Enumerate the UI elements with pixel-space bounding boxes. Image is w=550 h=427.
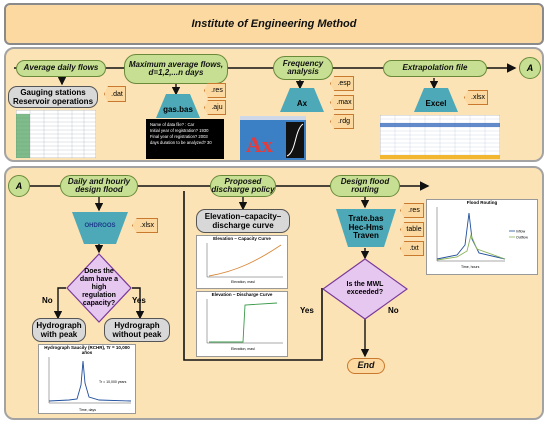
flood-routing-title: Flood Routing (466, 200, 498, 205)
stage-daily-hourly-design-flood: Daily and hourly design flood (60, 175, 138, 197)
routing-legend-outflow: Outflow (516, 236, 528, 240)
decision-diamond-mwl (322, 258, 408, 320)
console-line: Final year of registration? 2003 (150, 134, 208, 140)
dat-file-tag: .dat (104, 86, 126, 102)
no-label-1: No (42, 296, 53, 305)
connector-a-bottom: A (8, 175, 30, 197)
aju-file-tag: .aju (204, 100, 226, 115)
discharge-xlabel: Elevation, masl (231, 347, 255, 351)
ax-label: Ax (296, 98, 308, 108)
esp-file-tag: .esp (330, 76, 354, 91)
gasbas-console: Name of data file? : Car Initial year of… (146, 119, 224, 159)
yes-label-2: Yes (300, 306, 314, 315)
flood-routing-chart: Flood Routing Inflow Outflow Time, hours (426, 199, 538, 275)
flow-data-table (16, 110, 96, 158)
routing-xlabel: Time, hours (461, 265, 480, 269)
hydrograph-legend: Tr = 10,000 years (99, 380, 127, 384)
decision-diamond-regulation (66, 253, 132, 323)
discharge-plot: Elevation, masl (206, 299, 283, 351)
gasbas-label: gas.bas (163, 104, 193, 114)
excel-label: Excel (425, 98, 447, 108)
stage-maximum-average-flows: Maximum average flows, d=1,2,...n days (124, 54, 228, 84)
rdg-file-tag: .rdg (330, 114, 354, 129)
hydrograph-chart-title: Hydrograph Saucily (RCHR), Tr = 10,000 a… (44, 345, 130, 355)
stage-average-daily-flows: Average daily flows (16, 60, 106, 77)
table-file-tag: table (400, 222, 424, 237)
discharge-chart-title: Elevation – Discharge Curve (211, 292, 273, 297)
svg-text:Ax: Ax (246, 132, 273, 157)
gasbas-trapezoid (156, 94, 200, 118)
console-line: days duration to be analyzed? 30 (150, 140, 212, 146)
console-line: Initial year of registration? 1930 (150, 128, 209, 134)
stage-design-flood-routing: Design flood routing (330, 175, 400, 197)
ohdroos-label: OHDROOS (84, 223, 116, 229)
hydrograph-plot: Tr = 10,000 years Time, days (48, 357, 132, 412)
yes-label-1: Yes (132, 296, 146, 305)
ohdroos-trapezoid (72, 212, 128, 244)
stage-extrapolation-file: Extrapolation file (383, 60, 487, 77)
question-mwl-exceeded: Is the MWL exceeded? (346, 280, 384, 296)
res-file-tag-bottom: .res (400, 203, 424, 218)
hydrograph-without-peak-box: Hydrograph without peak (104, 318, 170, 342)
res-file-tag: .res (204, 83, 226, 98)
stage-frequency-analysis: Frequency analysis (273, 56, 333, 80)
trate-trapezoid (336, 209, 396, 247)
end-terminal: End (347, 358, 385, 374)
question-regulation-capacity: Does the dam have a high regulation capa… (79, 267, 119, 308)
txt-file-tag: .txt (400, 241, 424, 256)
ax-trapezoid (280, 88, 324, 112)
excel-trapezoid (414, 88, 458, 112)
capacity-chart: Elevation – Capacity Curve Elevation, ma… (196, 235, 288, 289)
hydrograph-with-peak-box: Hydrograph with peak (32, 318, 86, 342)
hydrograph-xlabel: Time, days (79, 408, 96, 412)
extrapolation-spreadsheet (380, 115, 500, 159)
stage-proposed-discharge-policy: Proposed discharge policy (210, 175, 276, 197)
capacity-plot: Elevation, masl (206, 243, 283, 284)
connector-a-top: A (519, 57, 541, 79)
elevation-capacity-discharge-box: Elevation–capacity–discharge curve (196, 209, 290, 233)
capacity-xlabel: Elevation, masl (231, 280, 255, 284)
gauging-stations-box: Gauging stations Reservoir operations (8, 86, 98, 108)
xlsx-file-tag-top: .xlsx (464, 90, 488, 105)
hydrograph-chart: Hydrograph Saucily (RCHR), Tr = 10,000 a… (38, 344, 136, 414)
capacity-chart-title: Elevation – Capacity Curve (213, 236, 271, 241)
routing-legend-inflow: Inflow (516, 230, 526, 234)
no-label-2: No (388, 306, 399, 315)
flood-routing-plot: Inflow Outflow Time, hours (436, 207, 528, 269)
page-title: Institute of Engineering Method (4, 3, 544, 45)
xlsx-file-tag-bottom: .xlsx (132, 218, 158, 233)
ax-software-screenshot: Ax (240, 116, 306, 160)
discharge-chart: Elevation – Discharge Curve Elevation, m… (196, 291, 288, 357)
max-file-tag: .max (330, 95, 354, 110)
trate-label: Trate.bas Hec-Hms Traven (348, 213, 384, 241)
console-line: Name of data file? : Car (150, 122, 195, 127)
